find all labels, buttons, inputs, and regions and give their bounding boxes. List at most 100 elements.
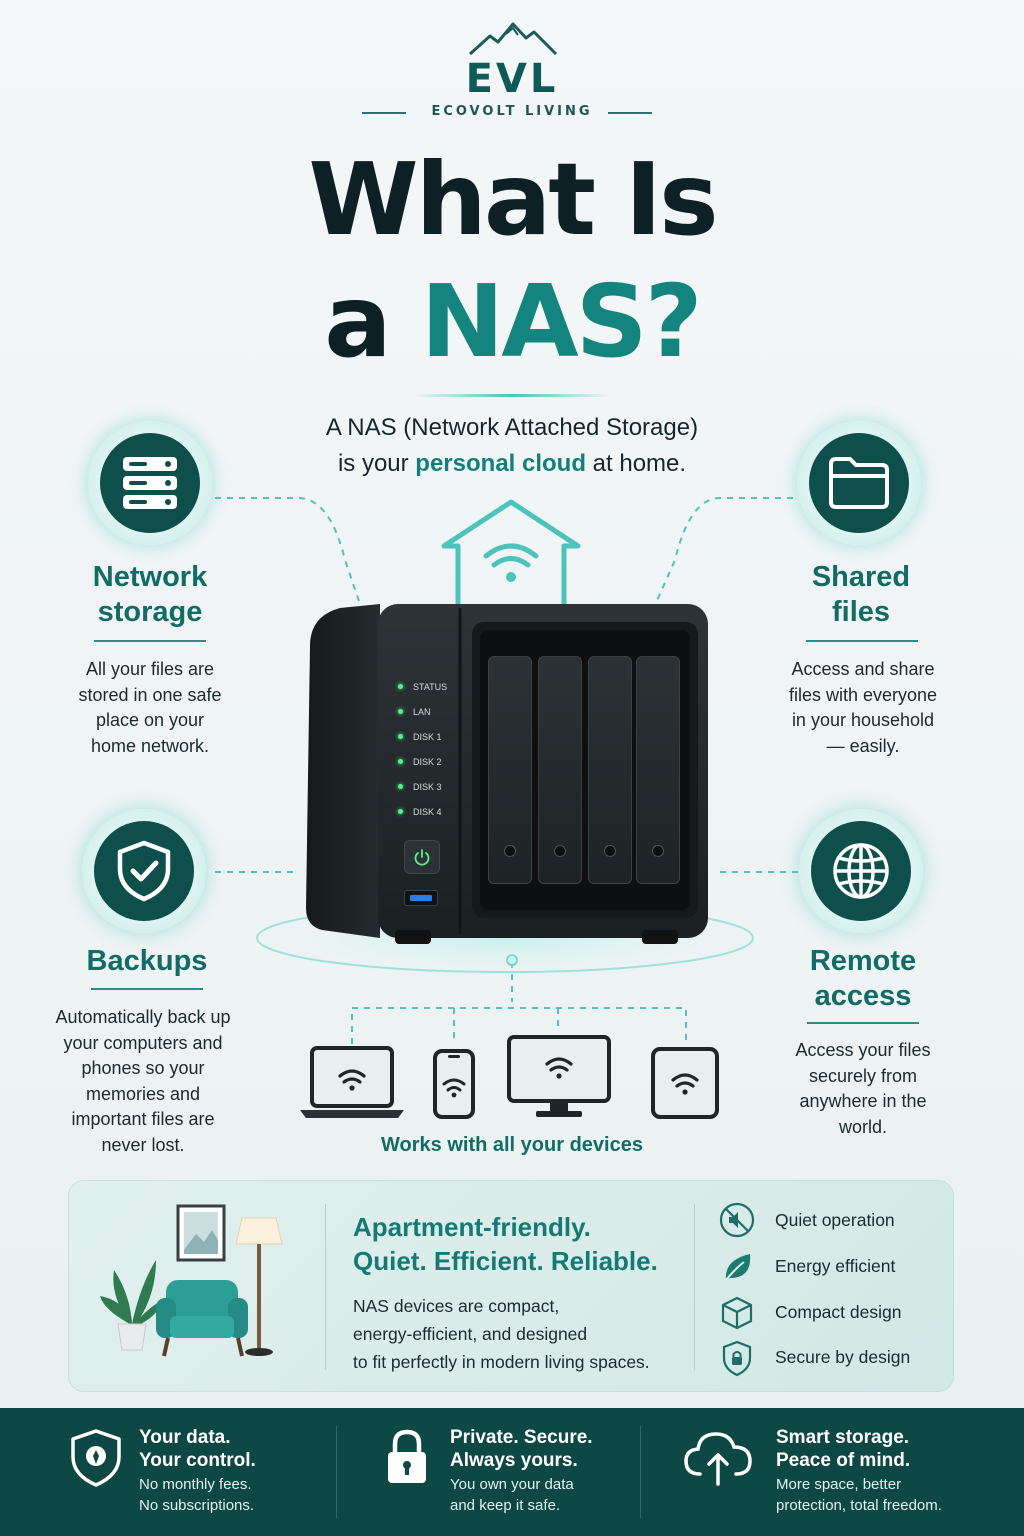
globe-icon (833, 843, 889, 899)
remote-desc-line: anywhere in the (799, 1091, 927, 1111)
led-indicator (398, 709, 403, 714)
subtitle-line1: A NAS (Network Attached Storage) (325, 414, 699, 441)
led-indicator (398, 734, 403, 739)
footer-1-head-line1: Your data. (139, 1427, 231, 1448)
footer-1-sub: No monthly fees. No subscriptions. (139, 1474, 254, 1516)
page-title-line2: a NAS? (0, 262, 1024, 382)
nas-led-lan: LAN (398, 699, 447, 724)
panel-desc-line: NAS devices are compact, (353, 1296, 560, 1316)
panel-description: NAS devices are compact, energy-efficien… (353, 1292, 650, 1376)
lock-shield-icon (722, 1340, 752, 1377)
laptop-device-icon (300, 1046, 404, 1118)
brand-tagline: ECOVOLT LIVING (431, 104, 593, 119)
panel-heading: Apartment-friendly. Quiet. Efficient. Re… (353, 1210, 658, 1278)
shared-files-title-2: files (831, 596, 891, 628)
remote-desc-line: Access your files (795, 1040, 931, 1060)
backups-badge (82, 809, 206, 933)
padlock-icon (388, 1429, 426, 1483)
footer-2-sub-line2: and keep it safe. (450, 1497, 561, 1514)
leaf-icon (725, 1254, 751, 1281)
subtitle-text-b: at home. (586, 450, 687, 477)
cube-icon (721, 1296, 753, 1330)
footer-2-heading: Private. Secure. Always yours. (450, 1426, 593, 1472)
nas-power-button[interactable] (404, 840, 440, 874)
led-indicator (398, 809, 403, 814)
mute-icon (719, 1202, 755, 1238)
led-label: DISK 1 (413, 731, 442, 742)
logo-divider-left (362, 112, 406, 114)
shared-desc-line: files with everyone (788, 684, 938, 705)
shared-files-title-1: Shared (811, 561, 911, 593)
shield-check-icon (117, 840, 171, 902)
shared-desc-line: — easily. (826, 735, 900, 756)
remote-desc-line: securely from (808, 1065, 918, 1086)
backups-rule (91, 988, 203, 990)
remote-access-badge (799, 809, 923, 933)
led-label: DISK 3 (413, 781, 442, 792)
led-indicator (398, 759, 403, 764)
panel-heading-line1: Apartment-friendly. (353, 1212, 591, 1242)
nas-led-disk3: DISK 3 (398, 774, 447, 799)
remote-access-title-2: access (814, 980, 912, 1012)
led-label: DISK 2 (413, 756, 442, 767)
network-storage-badge (88, 421, 212, 545)
nas-led-status: STATUS (398, 674, 447, 699)
footer-3-head-line2: Peace of mind. (776, 1450, 911, 1471)
perk-compact-design: Compact design (775, 1302, 902, 1322)
footer-2-sub: You own your data and keep it safe. (450, 1474, 574, 1516)
remote-desc-line: world. (838, 1116, 887, 1137)
backups-title: Backups (40, 944, 254, 979)
monitor-device-icon (507, 1035, 611, 1117)
living-room-illustration (100, 1204, 283, 1357)
shared-desc-line: Access and share (791, 659, 935, 679)
subtitle-line2: is your personal cloud at home. (0, 450, 1024, 478)
shared-desc-line: in your household (791, 710, 935, 730)
network-desc-line: home network. (90, 735, 210, 756)
power-icon (414, 849, 430, 866)
panel-divider-left (325, 1204, 326, 1370)
network-storage-title-2: storage (97, 596, 203, 628)
tablet-device-icon (651, 1047, 719, 1119)
led-indicator (398, 784, 403, 789)
page-title-line1: What Is (308, 141, 718, 258)
nas-led-disk1: DISK 1 (398, 724, 447, 749)
shared-files-title: Shared files (752, 560, 970, 630)
shared-files-desc: Access and share files with everyone in … (740, 657, 986, 759)
footer-2-head-line1: Private. Secure. (450, 1427, 593, 1448)
subtitle-highlight: personal cloud (415, 450, 586, 477)
nas-led-disk2: DISK 2 (398, 749, 447, 774)
network-desc-line: place on your (95, 710, 205, 730)
footer-1-head-line2: Your control. (139, 1450, 256, 1471)
drive-bay-latch (604, 845, 616, 857)
folder-icon (829, 457, 889, 509)
mountain-logo-icon (468, 22, 558, 56)
footer-2-head-line2: Always yours. (450, 1450, 578, 1471)
drive-bay-4[interactable] (636, 656, 680, 884)
remote-access-desc: Access your files securely from anywhere… (748, 1038, 978, 1140)
network-storage-title-1: Network (92, 561, 208, 593)
drive-bay-2[interactable] (538, 656, 582, 884)
server-icon (123, 457, 177, 509)
remote-access-rule (807, 1022, 919, 1024)
logo-divider-right (608, 112, 652, 114)
drive-bay-3[interactable] (588, 656, 632, 884)
footer-3-sub-line2: protection, total freedom. (776, 1497, 942, 1514)
led-label: LAN (413, 706, 431, 717)
footer-2-sub-line1: You own your data (450, 1476, 574, 1493)
perk-quiet-operation: Quiet operation (775, 1210, 895, 1230)
backups-desc-line: memories and (85, 1083, 201, 1104)
network-desc-line: All your files are (85, 659, 215, 679)
backups-desc-line: Automatically back up (55, 1007, 231, 1027)
panel-divider-right (694, 1204, 695, 1370)
backups-desc-line: your computers and (63, 1032, 223, 1053)
footer-divider (640, 1426, 641, 1518)
drive-bay-1[interactable] (488, 656, 532, 884)
footer-3-head-line1: Smart storage. (776, 1427, 910, 1448)
shared-files-badge (797, 421, 921, 545)
footer-1-sub-line1: No monthly fees. (139, 1476, 252, 1493)
panel-desc-line: energy-efficient, and designed (353, 1324, 588, 1344)
perk-energy-efficient: Energy efficient (775, 1256, 896, 1276)
backups-desc: Automatically back up your computers and… (28, 1005, 258, 1158)
title-word-nas: NAS? (420, 263, 703, 380)
network-storage-title: Network storage (40, 560, 260, 630)
